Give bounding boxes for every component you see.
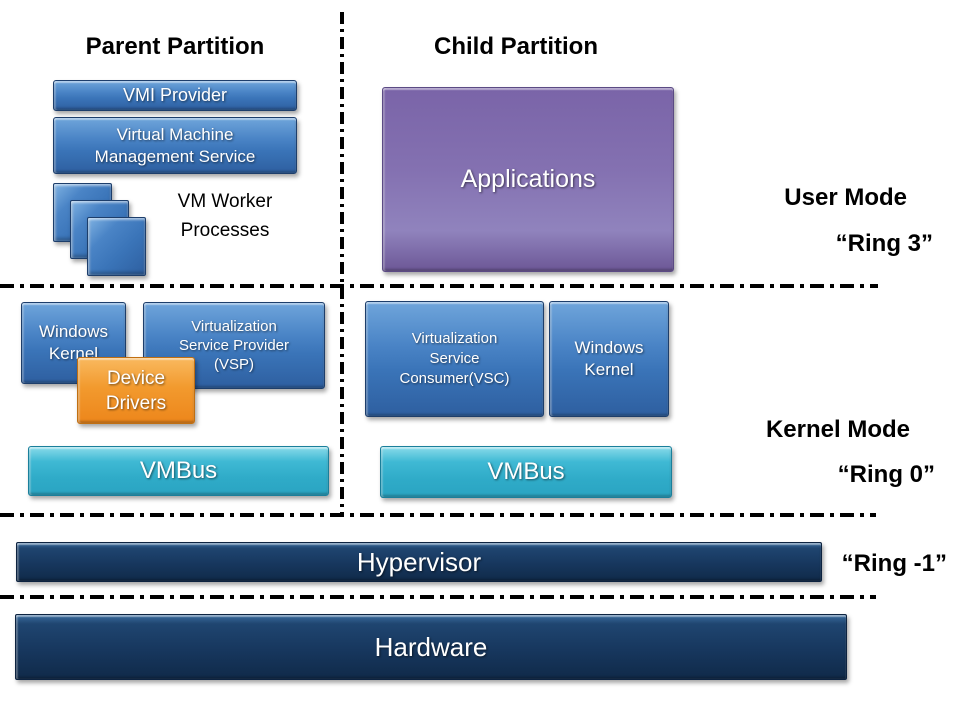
user-mode-label: User Mode [784,184,907,211]
vm-worker-processes-label: VM Worker Processes [177,191,273,241]
applications-label: Applications [460,165,596,193]
vm-management-service-label: Virtual Machine Management Service [94,124,256,166]
child-partition-title: Child Partition [434,33,598,60]
applications-box: Applications [382,87,674,272]
hardware-label: Hardware [374,631,488,662]
virtualization-service-consumer-label: Virtualization Service Consumer(VSC) [399,330,510,387]
ring-3-label: “Ring 3” [835,230,933,257]
ring-0-label: “Ring 0” [837,461,935,488]
hardware-bar: Hardware [15,614,847,680]
user-kernel-divider-line [0,284,878,288]
windows-kernel-child-label: Windows Kernel [574,338,644,379]
vm-management-service-box: Virtual Machine Management Service [53,117,297,174]
hypervisor-bar: Hypervisor [16,542,822,582]
vmi-provider-label: VMI Provider [122,85,228,105]
kernel-hypervisor-divider-line [0,513,876,517]
virtualization-service-provider-box: Virtualization Service Provider (VSP) [143,302,325,389]
kernel-mode-label: Kernel Mode [765,416,910,443]
vmbus-child-label: VMBus [487,458,565,485]
vmi-provider-box: VMI Provider [53,80,297,111]
vmbus-child-box: VMBus [380,446,672,498]
virtualization-service-provider-label: Virtualization Service Provider (VSP) [178,318,290,373]
parent-partition-title: Parent Partition [85,33,265,60]
ring-minus-1-label: “Ring -1” [841,550,947,577]
windows-kernel-child-box: Windows Kernel [549,301,669,417]
device-drivers-label: Device Drivers [105,367,167,414]
device-drivers-box: Device Drivers [77,357,195,424]
vmbus-parent-label: VMBus [139,457,218,484]
virtualization-service-consumer-box: Virtualization Service Consumer(VSC) [365,301,544,417]
hypervisor-hardware-divider-line [0,595,876,599]
hypervisor-label: Hypervisor [356,546,482,577]
partition-divider-line [340,12,344,514]
vmbus-parent-box: VMBus [28,446,329,496]
vm-worker-process-icon [87,217,146,276]
